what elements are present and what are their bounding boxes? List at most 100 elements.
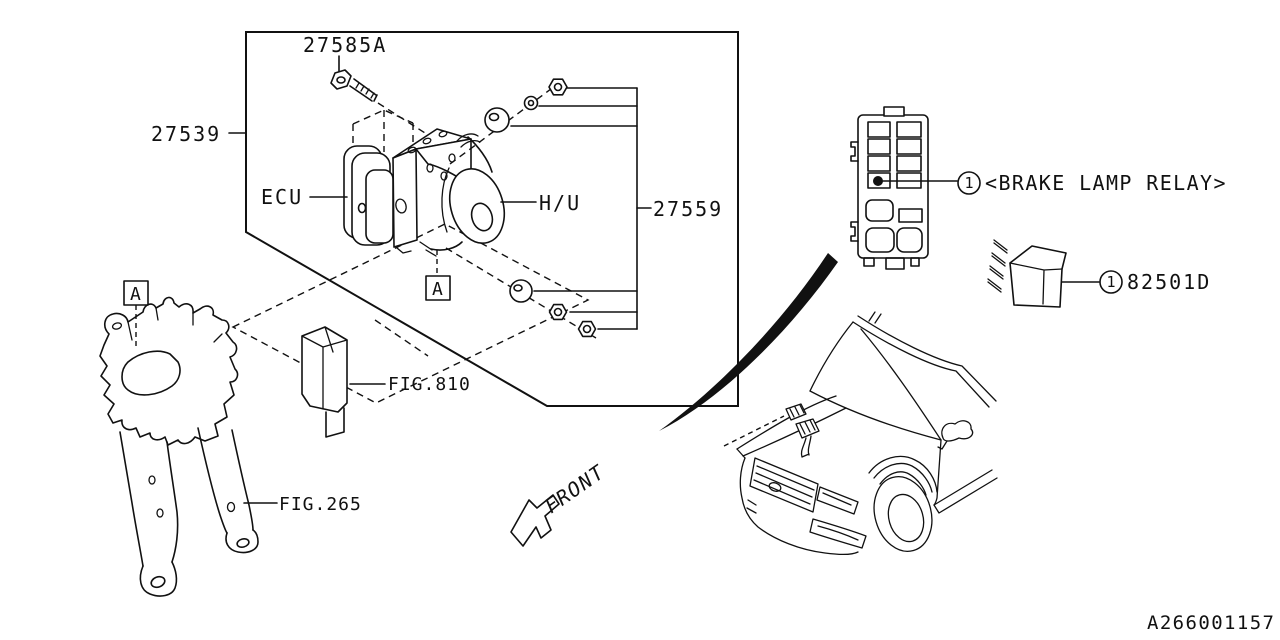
relay-box-bottom-tab [910,257,920,267]
connector-body-edges [301,326,348,410]
bracket-opening [121,350,181,396]
car-a-pillar [860,328,942,441]
car-lower-intake [809,518,867,549]
relay-82501d: 1 82501D [987,239,1211,308]
bushing [509,279,533,303]
relay-slot [867,155,891,172]
hu-mount-ear-top [456,133,481,148]
car-headlight [816,486,859,515]
flange-nut [548,303,568,321]
bracket-kit-label: 27559 [653,197,723,221]
car-grille [749,457,819,513]
callout-number: 1 [1106,273,1115,291]
bolt-27585a: 27585A [303,33,448,148]
callout-number: 1 [964,174,973,192]
relay-pins [987,239,1008,293]
brake-lamp-relay-position-dot [873,176,883,186]
connector-label: FIG.810 [388,374,471,395]
mounting-plane-hidden-edge [374,319,429,357]
detail-marker-a-left: A [123,280,149,348]
abs-connector-block [795,418,820,439]
motor-end-cap [448,168,506,244]
brake-lamp-relay-label: <BRAKE LAMP RELAY> [985,171,1227,195]
bracket-foot-hole [150,575,166,589]
relay-box-bottom-tab [885,257,905,270]
car-fender-trim [873,462,933,493]
relay-box-top-tab [883,106,905,117]
hu-side-hole [440,171,448,181]
bushing-bore [513,284,523,292]
relay-box-side-clips [850,141,859,242]
car-bumper [739,457,859,556]
bracket-foot-hole [236,538,250,548]
abs-unit-hatch [789,404,805,418]
hu-port-hole [438,130,448,138]
motor-bottom-silhouette [430,241,463,251]
relay-slot [896,138,922,155]
marker-box [425,275,451,301]
bracket-hole [156,508,164,518]
ecu-connector-face [365,169,394,244]
marker-letter: A [432,279,443,300]
bracket-fold-lines [127,307,223,343]
abs-connector-hatch [799,419,816,435]
assembly-label: 27539 [151,122,221,146]
car-fog-vent [746,499,757,514]
bolt-part-label: 27585A [303,33,387,57]
flange-nut-bore [582,324,592,334]
car-roofline-outer [857,315,997,402]
bracket-left-leg [119,431,179,567]
motor-collar [441,167,450,233]
abs-unit-on-car [785,403,820,458]
relay-slot [898,208,923,223]
car-sill-lines [933,469,998,514]
relay-slot-rounded [865,227,895,253]
motor-hub [470,202,494,232]
relay-body-edges [1009,262,1063,305]
lower-fastener-set [445,247,597,339]
relay-slot [896,155,922,172]
assembly-callout: 27539 [151,122,246,146]
hydraulic-unit-label: H/U [539,191,581,215]
car-fender-trim [879,471,927,496]
hu-port-hole [407,146,417,154]
flange-nut [577,320,597,338]
detail-marker-a-center: A [425,250,451,301]
relay-slot-rounded [865,199,894,222]
abs-pigtail-wires [800,435,812,458]
car-outline [736,311,998,556]
bracket-kit-27559: 27559 [510,87,723,330]
flange-nut-bore [553,82,563,92]
front-arrow [510,494,560,547]
car-grille-bars [753,465,815,505]
relay-part-label: 82501D [1127,270,1211,294]
bolt-threads [355,82,375,99]
bolt-head [330,69,352,90]
connector-stem [325,407,345,438]
car-front-wheel-rim [887,493,925,543]
hu-side-hole [426,163,434,173]
bracket-label: FIG.265 [279,494,362,515]
marker-letter: A [130,284,141,305]
relay-box-detail: 1 <BRAKE LAMP RELAY> [850,106,1227,270]
bracket-hole [226,501,236,513]
bracket-hole [148,475,156,485]
bracket-hole [111,322,123,330]
hu-front-face [392,148,418,248]
car-cowl-line [809,390,942,441]
assembly-exploded-view: 27585A ECU [151,31,739,407]
location-swoosh-arrow [659,253,838,431]
bolt-shaft [349,78,378,102]
hu-mount-tabs [396,241,437,257]
bracket-kit-tie-lines [510,87,638,330]
bolt-axis-dashed [377,102,448,148]
bracket-upper-body [99,296,239,446]
ecu-label: ECU [261,185,303,209]
relay-slot-rounded [896,227,923,253]
car-windshield-left [809,321,854,392]
bolt-head-detail [336,76,346,84]
car-emblem [768,482,782,492]
